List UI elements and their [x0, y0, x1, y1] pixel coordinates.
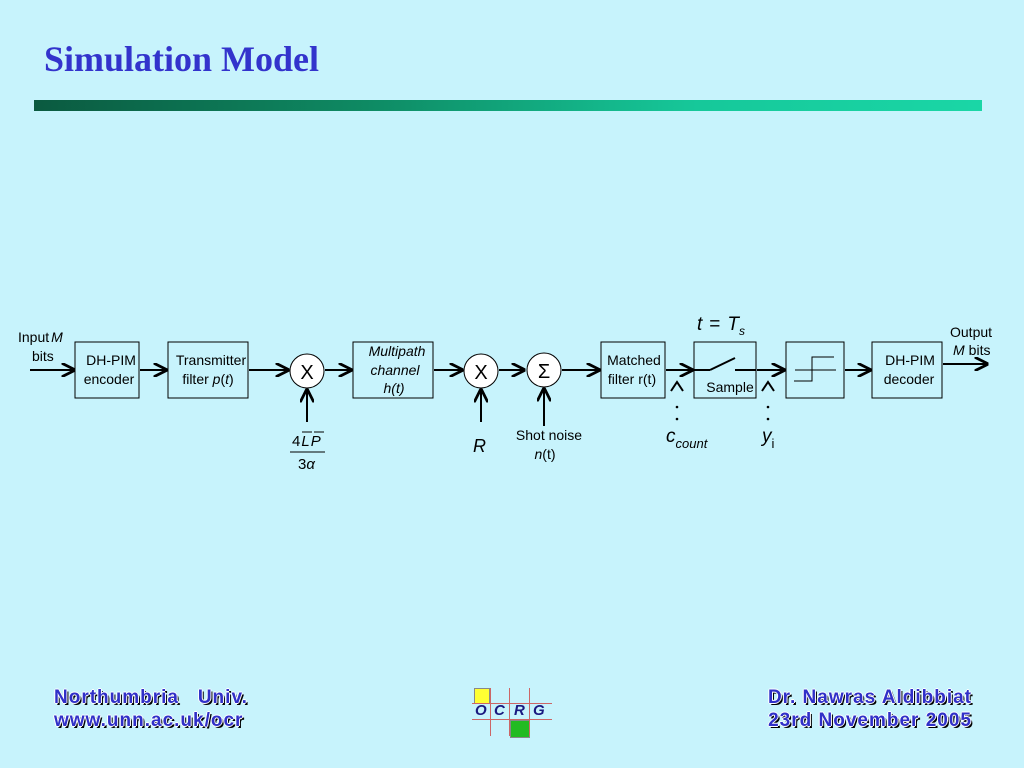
- transmitter-filter-block: [167, 341, 249, 399]
- logo-grid-v1: [490, 688, 491, 736]
- sum-symbol: Σ: [538, 361, 550, 383]
- footer-website: www.unn.ac.uk/ocr: [54, 710, 244, 731]
- summing-junction: [526, 352, 562, 388]
- multiplier-2-symbol: X: [474, 362, 487, 384]
- input-bits-label: bits: [32, 348, 54, 364]
- c-count-dot: [675, 417, 679, 421]
- tx-label-1: Transmitter: [176, 352, 247, 368]
- mf-label-2: filter r(t): [608, 371, 656, 387]
- c-count-label: ccount: [666, 426, 709, 451]
- multiplier-1: [289, 353, 325, 389]
- threshold-step-icon: [794, 356, 834, 382]
- y-label: yi: [760, 426, 775, 451]
- logo-green-square: [510, 720, 530, 738]
- logo-letter-c: C: [494, 702, 505, 719]
- sampler-switch: [709, 357, 736, 371]
- channel-label-1: Multipath: [369, 343, 426, 359]
- decoder-label-1: DH-PIM: [885, 352, 935, 368]
- logo-grid-h2: [472, 719, 552, 720]
- y-probe-dot: [766, 405, 770, 409]
- encoder-label-2: encoder: [84, 371, 135, 387]
- footer-right: Dr. Nawras Aldibbiat 23rd November 2005: [768, 686, 972, 732]
- threshold-detector-block: [785, 341, 845, 399]
- gain-denominator: 3α: [298, 456, 315, 473]
- tx-label-2: filter p(t): [182, 371, 233, 387]
- responsivity-label: R: [473, 436, 486, 456]
- output-label: Output: [950, 324, 992, 340]
- sampler-label: Sample: [706, 379, 754, 395]
- footer-left: Northumbria Univ. www.unn.ac.uk/ocr: [54, 686, 248, 732]
- multiplier-1-symbol: X: [300, 362, 313, 384]
- multipath-channel-block: [352, 341, 434, 399]
- footer-university: Northumbria Univ.: [54, 687, 248, 708]
- noise-label-2: n(t): [534, 446, 555, 462]
- channel-label-2: channel: [370, 362, 420, 378]
- matched-filter-block: [600, 341, 666, 399]
- c-count-probe: [670, 380, 684, 392]
- logo-grid-h1: [472, 703, 552, 704]
- logo-grid-v3: [529, 688, 530, 736]
- encoder-block: [74, 341, 140, 399]
- noise-label-1: Shot noise: [516, 427, 582, 443]
- gain-numerator: 4LP: [292, 433, 321, 450]
- y-probe-dot: [766, 417, 770, 421]
- y-probe: [761, 380, 775, 392]
- channel-label-3: h(t): [384, 380, 405, 396]
- logo-letter-g: G: [533, 702, 545, 719]
- logo-grid-v2: [509, 688, 510, 736]
- decoder-block: [871, 341, 943, 399]
- multiplier-2: [463, 353, 499, 389]
- logo-letter-o: O: [475, 702, 487, 719]
- mf-label-1: Matched: [607, 352, 661, 368]
- footer-author: Dr. Nawras Aldibbiat: [767, 687, 972, 708]
- footer-date: 23rd November 2005: [768, 710, 972, 731]
- sample-time-label: t=Ts: [697, 314, 745, 338]
- logo-letter-r: R: [514, 702, 525, 719]
- encoder-label-1: DH-PIM: [86, 352, 136, 368]
- c-count-dot: [675, 405, 679, 409]
- decoder-label-2: decoder: [884, 371, 935, 387]
- title-underline-bar: [34, 100, 982, 111]
- ocrg-logo: O C R G: [470, 686, 554, 738]
- slide-title: Simulation Model: [44, 39, 320, 79]
